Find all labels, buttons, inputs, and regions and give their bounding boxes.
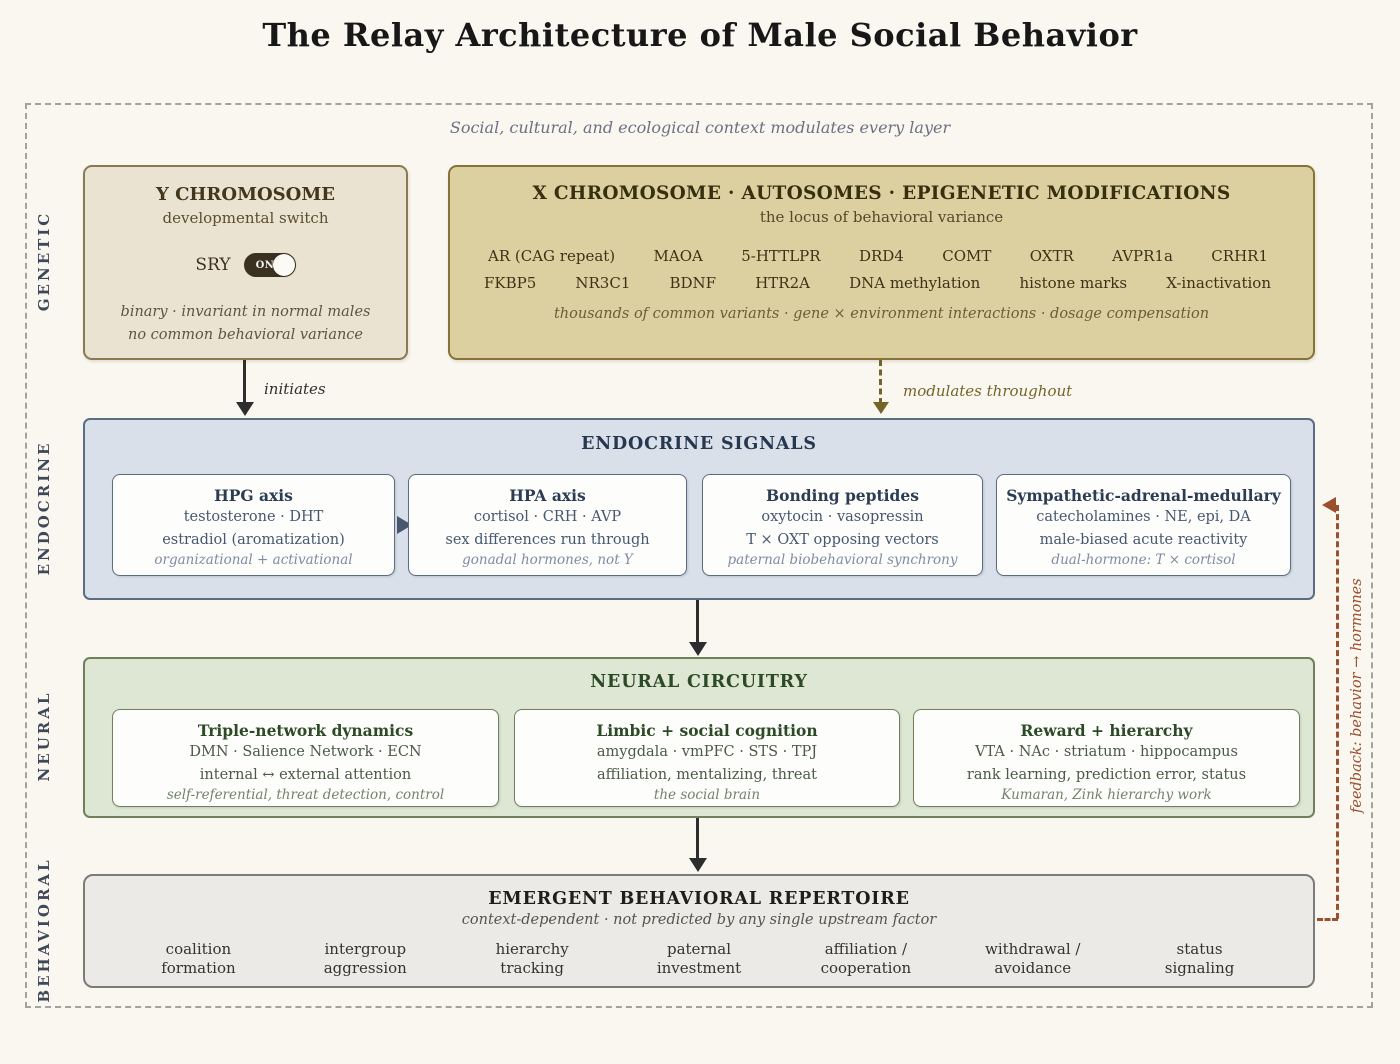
x-box-title: X CHROMOSOME · AUTOSOMES · EPIGENETIC MO… <box>532 183 1231 204</box>
x-box-note: thousands of common variants · gene × en… <box>553 306 1210 322</box>
gene-item: BDNF <box>669 274 717 292</box>
sry-toggle-state: ON <box>255 259 275 271</box>
sympathetic-card: Sympathetic-adrenal-medullary catecholam… <box>996 474 1291 576</box>
y-box-subtitle: developmental switch <box>162 209 329 227</box>
context-frame <box>25 103 1373 1008</box>
reward-hierarchy-card: Reward + hierarchy VTA · NAc · striatum … <box>913 709 1300 807</box>
bonding-peptides-card: Bonding peptides oxytocin · vasopressin … <box>702 474 983 576</box>
gene-item: AR (CAG repeat) <box>488 247 616 265</box>
behavior-item: affiliation / cooperation <box>820 940 912 977</box>
sry-row: SRY ON <box>85 253 406 277</box>
gene-item: HTR2A <box>755 274 810 292</box>
behavior-item: paternal investment <box>656 940 742 977</box>
feedback-arrow-vertical <box>1336 505 1339 919</box>
modulates-arrow-label: modulates throughout <box>903 382 1073 400</box>
y-box-note: binary · invariant in normal males no co… <box>120 304 371 343</box>
behavioral-panel-title: EMERGENT BEHAVIORAL REPERTOIRE <box>488 889 910 909</box>
neural-panel-title: NEURAL CIRCUITRY <box>590 672 808 692</box>
gene-item: MAOA <box>653 247 703 265</box>
triple-network-card: Triple-network dynamics DMN · Salience N… <box>112 709 499 807</box>
gene-item: histone marks <box>1019 274 1128 292</box>
behavior-item: hierarchy tracking <box>495 940 569 977</box>
gene-item: DNA methylation <box>849 274 981 292</box>
toggle-knob-icon <box>272 254 295 276</box>
sry-label: SRY <box>195 255 231 275</box>
limbic-card: Limbic + social cognition amygdala · vmP… <box>514 709 900 807</box>
gene-item: X-inactivation <box>1166 274 1271 292</box>
behavioral-items: coalition formation intergroup aggressio… <box>85 940 1313 978</box>
gene-row-2: FKBP5 NR3C1 BDNF HTR2A DNA methylation h… <box>484 274 1271 292</box>
initiates-arrow-line <box>243 360 246 402</box>
sry-toggle[interactable]: ON <box>243 253 296 277</box>
gene-item: OXTR <box>1029 247 1074 265</box>
gene-item: CRHR1 <box>1211 247 1268 265</box>
feedback-arrow-label: feedback: behavior → hormones <box>1349 578 1365 813</box>
context-note: Social, cultural, and ecological context… <box>449 118 951 137</box>
feedback-arrow-horizontal <box>1317 918 1338 921</box>
neural-behavioral-arrow-line <box>696 818 699 858</box>
behavioral-subtitle: context-dependent · not predicted by any… <box>461 912 937 928</box>
gene-item: AVPR1a <box>1112 247 1173 265</box>
endocrine-panel-title: ENDOCRINE SIGNALS <box>581 434 817 454</box>
gene-row-1: AR (CAG repeat) MAOA 5-HTTLPR DRD4 COMT … <box>488 247 1268 265</box>
initiates-arrow-label: initiates <box>264 380 326 398</box>
layer-label-endocrine: ENDOCRINE <box>35 440 53 576</box>
feedback-arrow-head-icon <box>1322 497 1336 513</box>
layer-label-neural: NEURAL <box>35 690 53 782</box>
x-box-subtitle: the locus of behavioral variance <box>759 208 1004 226</box>
x-chromosome-box: X CHROMOSOME · AUTOSOMES · EPIGENETIC MO… <box>448 165 1315 360</box>
y-box-title: Y CHROMOSOME <box>155 184 335 205</box>
layer-label-genetic: GENETIC <box>35 210 53 312</box>
behavior-item: coalition formation <box>161 940 236 977</box>
neural-behavioral-arrow-head-icon <box>689 858 707 872</box>
endocrine-panel: ENDOCRINE SIGNALS HPG axis testosterone … <box>83 418 1315 600</box>
gene-item: FKBP5 <box>484 274 537 292</box>
gene-item: NR3C1 <box>575 274 631 292</box>
modulates-arrow-head-icon <box>873 402 889 414</box>
hpg-axis-card: HPG axis testosterone · DHT estradiol (a… <box>112 474 395 576</box>
y-chromosome-box: Y CHROMOSOME developmental switch SRY ON… <box>83 165 408 360</box>
neural-panel: NEURAL CIRCUITRY Triple-network dynamics… <box>83 657 1315 818</box>
page-title: The Relay Architecture of Male Social Be… <box>262 16 1138 54</box>
endocrine-neural-arrow-head-icon <box>689 642 707 656</box>
modulates-arrow-line <box>879 360 882 404</box>
gene-item: 5-HTTLPR <box>741 247 821 265</box>
hpa-axis-card: HPA axis cortisol · CRH · AVP sex differ… <box>408 474 687 576</box>
layer-label-behavioral: BEHAVIORAL <box>35 857 53 1003</box>
behavior-item: withdrawal / avoidance <box>985 940 1081 977</box>
behavior-item: intergroup aggression <box>323 940 407 977</box>
initiates-arrow-head-icon <box>236 402 254 416</box>
gene-item: COMT <box>942 247 992 265</box>
behavior-item: status signaling <box>1164 940 1235 977</box>
behavioral-panel: EMERGENT BEHAVIORAL REPERTOIRE context-d… <box>83 874 1315 988</box>
gene-item: DRD4 <box>858 247 904 265</box>
endocrine-neural-arrow-line <box>696 600 699 642</box>
